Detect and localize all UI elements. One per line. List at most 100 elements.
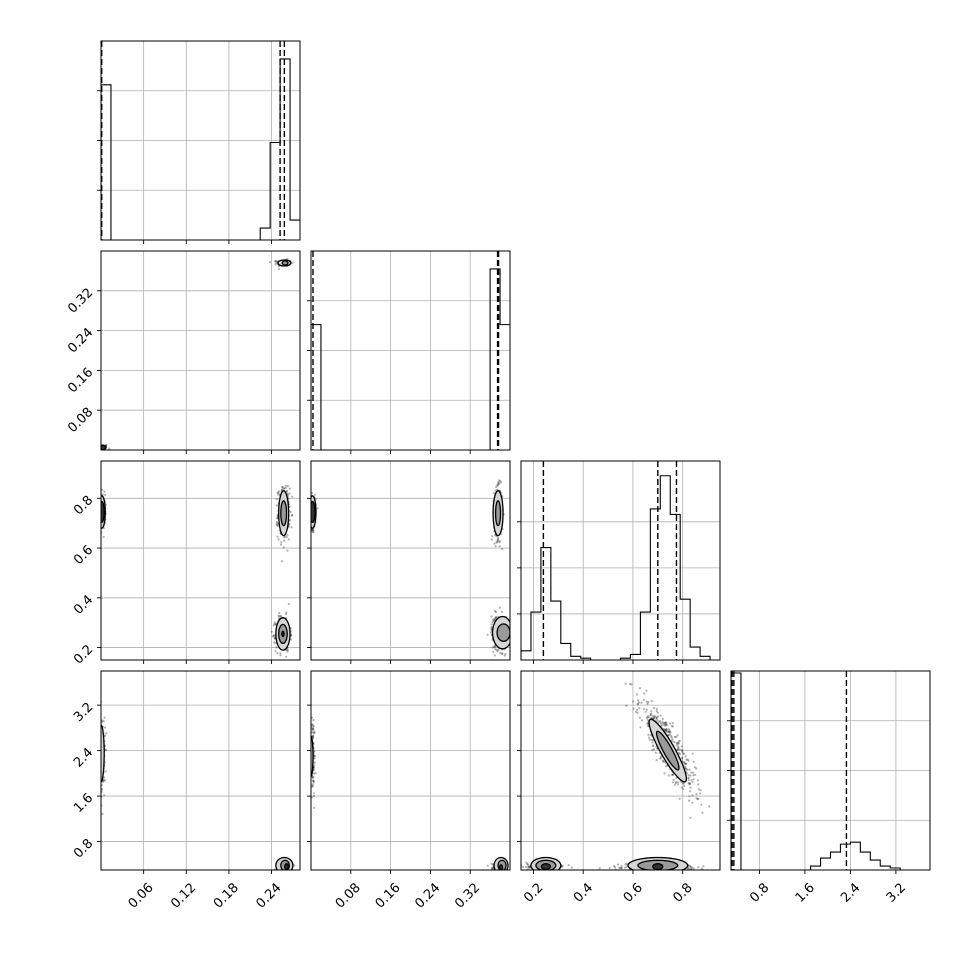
sample-point (494, 545, 497, 548)
sample-point (700, 867, 704, 870)
sample-point (99, 518, 101, 520)
sample-point (497, 482, 500, 485)
sample-point (673, 783, 677, 786)
sample-point (647, 701, 650, 704)
sample-point (499, 480, 502, 483)
sample-point (286, 549, 289, 552)
sample-point (493, 619, 496, 622)
sample-point (497, 538, 500, 541)
panel-frame (310, 250, 511, 451)
sample-point (498, 540, 501, 543)
sample-point (667, 734, 670, 737)
sample-point (683, 784, 686, 788)
sample-point (312, 724, 315, 727)
sample-point (102, 780, 105, 784)
panel-content (731, 671, 930, 870)
sample-point (312, 727, 315, 731)
sample-point (102, 720, 105, 723)
sample-point (277, 493, 280, 496)
sample-point (275, 260, 278, 263)
sample-point (501, 652, 504, 655)
sample-point (312, 772, 316, 775)
sample-point (659, 722, 663, 725)
sample-point (654, 751, 657, 755)
sample-point (687, 867, 691, 870)
panel-content (311, 671, 513, 870)
y-tick-label: 0.32 (65, 285, 96, 316)
sample-point (665, 728, 668, 731)
sample-point (103, 716, 106, 719)
sample-point (625, 865, 628, 868)
sample-point (624, 682, 627, 685)
sample-point (687, 774, 690, 777)
sample-point (101, 812, 104, 816)
sample-point (702, 865, 705, 868)
sample-point (105, 748, 108, 751)
panel-content (515, 671, 720, 870)
sample-point (311, 731, 314, 734)
sample-point (645, 689, 648, 692)
sample-point (526, 862, 529, 866)
sample-point (291, 495, 294, 498)
sample-point (680, 745, 683, 748)
sample-point (677, 751, 681, 754)
sample-point (673, 741, 676, 744)
sample-point (648, 736, 651, 739)
sample-point (490, 628, 493, 631)
sample-point (312, 736, 315, 739)
sample-point (312, 766, 316, 769)
sample-point (275, 522, 278, 526)
sample-point (644, 710, 647, 713)
sample-point (659, 757, 662, 760)
sample-point (664, 724, 667, 727)
sample-point (309, 510, 311, 512)
sample-point (689, 774, 692, 777)
sample-point (288, 487, 291, 490)
sample-point (280, 615, 283, 618)
sample-point (665, 723, 668, 726)
x-tick-label: 0.2 (521, 880, 546, 905)
sample-point (675, 744, 678, 747)
sample-point (277, 614, 280, 618)
sample-point (676, 783, 680, 786)
panel-2-1 (307, 460, 511, 664)
sample-point (650, 716, 653, 719)
density-contour (540, 863, 552, 870)
sample-point (522, 865, 525, 869)
sample-point (668, 731, 671, 734)
sample-point (652, 744, 655, 747)
sample-point (511, 862, 513, 864)
sample-point (503, 654, 506, 657)
density-contour (655, 730, 680, 771)
sample-point (676, 741, 679, 744)
sample-point (680, 786, 683, 789)
sample-point (697, 783, 700, 786)
sample-point (657, 720, 661, 724)
sample-point (682, 752, 685, 755)
sample-point (681, 757, 684, 760)
sample-point (651, 745, 655, 748)
sample-point (288, 518, 291, 521)
sample-point (570, 866, 573, 869)
density-contour (311, 500, 316, 524)
sample-point (656, 719, 659, 722)
sample-point (498, 545, 501, 548)
sample-point (293, 864, 296, 867)
sample-point (664, 729, 667, 732)
sample-point (524, 865, 528, 869)
sample-point (515, 863, 517, 865)
sample-point (646, 715, 649, 718)
sample-point (496, 483, 499, 486)
sample-point (104, 734, 107, 737)
sample-point (661, 720, 664, 723)
sample-point (668, 729, 671, 732)
sample-point (501, 610, 504, 613)
sample-point (103, 776, 106, 779)
sample-point (561, 865, 564, 868)
sample-point (680, 748, 684, 752)
sample-point (501, 548, 504, 551)
sample-point (613, 866, 617, 869)
sample-point (643, 692, 646, 695)
sample-point (661, 759, 664, 762)
